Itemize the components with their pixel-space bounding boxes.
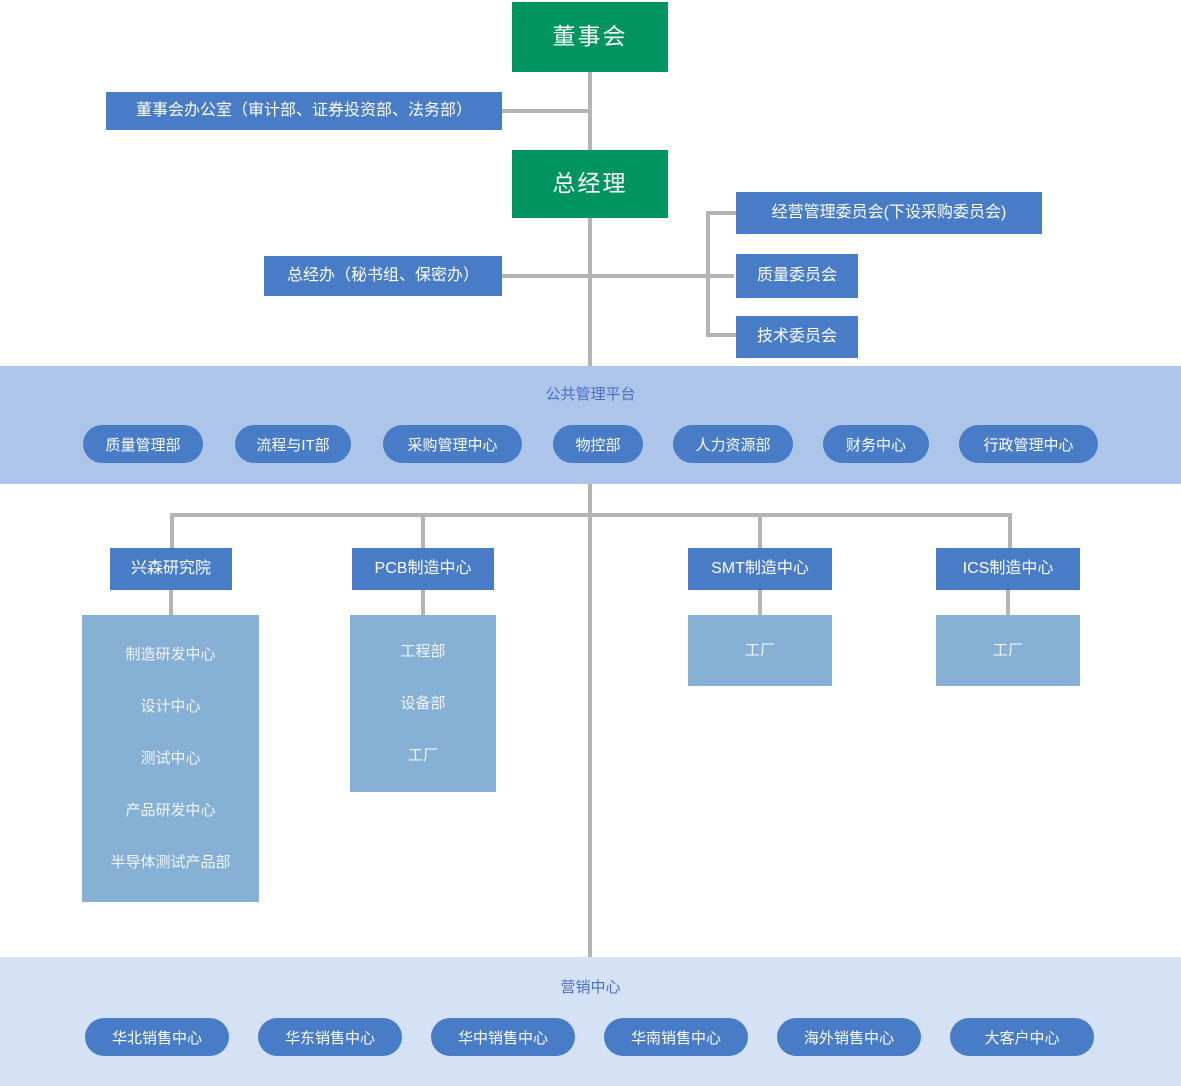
marketing-center-0-label: 华北销售中心 bbox=[111, 1029, 202, 1047]
node-division-3[interactable]: ICS制造中心 bbox=[936, 548, 1080, 590]
platform-title: 公共管理平台 bbox=[545, 386, 636, 403]
node-division-1[interactable]: PCB制造中心 bbox=[352, 548, 494, 590]
division-0-child-4: 半导体测试产品部 bbox=[110, 854, 231, 871]
node-division-1-label: PCB制造中心 bbox=[374, 560, 472, 578]
division-1-children-panel: 工程部 设备部 工厂 bbox=[350, 615, 496, 792]
connector-board-to-gm bbox=[588, 72, 592, 150]
platform-dept-6[interactable]: 行政管理中心 bbox=[959, 425, 1098, 463]
connector-division-drop-3 bbox=[1008, 513, 1012, 548]
node-board-label: 董事会 bbox=[552, 23, 628, 50]
marketing-center-5-label: 大客户中心 bbox=[984, 1029, 1060, 1047]
division-1-child-2: 工厂 bbox=[407, 747, 438, 764]
connector-division-0-children bbox=[169, 590, 173, 616]
platform-dept-0-label: 质量管理部 bbox=[105, 436, 181, 454]
node-committee-1[interactable]: 经营管理委员会(下设采购委员会) bbox=[736, 192, 1042, 234]
connector-division-2-children bbox=[758, 590, 762, 616]
platform-dept-4[interactable]: 人力资源部 bbox=[673, 425, 793, 463]
marketing-center-4[interactable]: 海外销售中心 bbox=[777, 1018, 921, 1056]
division-1-child-0: 工程部 bbox=[400, 643, 446, 660]
node-general-manager-label: 总经理 bbox=[552, 170, 628, 197]
marketing-center-4-label: 海外销售中心 bbox=[803, 1029, 894, 1047]
connector-division-drop-0 bbox=[170, 513, 174, 548]
marketing-center-1-label: 华东销售中心 bbox=[284, 1029, 375, 1047]
marketing-title: 营销中心 bbox=[560, 979, 621, 996]
node-committee-3-label: 技术委员会 bbox=[756, 328, 837, 346]
node-board-office-label: 董事会办公室（审计部、证券投资部、法务部） bbox=[135, 102, 472, 120]
node-division-2[interactable]: SMT制造中心 bbox=[688, 548, 832, 590]
platform-dept-2-label: 采购管理中心 bbox=[407, 436, 498, 454]
connector-divisions-to-marketing bbox=[588, 517, 592, 957]
node-board[interactable]: 董事会 bbox=[512, 2, 668, 72]
division-2-child-0: 工厂 bbox=[744, 642, 775, 659]
division-0-child-2: 测试中心 bbox=[140, 750, 201, 767]
node-committee-2-label: 质量委员会 bbox=[756, 267, 837, 285]
platform-dept-3-label: 物控部 bbox=[575, 436, 621, 454]
connector-division-1-children bbox=[421, 590, 425, 616]
connector-division-drop-2 bbox=[758, 513, 762, 548]
platform-dept-4-label: 人力资源部 bbox=[695, 436, 771, 454]
node-gm-office-label: 总经办（秘书组、保密办） bbox=[286, 267, 479, 285]
platform-dept-1[interactable]: 流程与IT部 bbox=[235, 425, 351, 463]
platform-dept-2[interactable]: 采购管理中心 bbox=[383, 425, 522, 463]
connector-board-office bbox=[502, 109, 590, 113]
node-division-3-label: ICS制造中心 bbox=[962, 560, 1054, 578]
division-1-child-1: 设备部 bbox=[400, 695, 446, 712]
platform-dept-5[interactable]: 财务中心 bbox=[823, 425, 929, 463]
marketing-center-5[interactable]: 大客户中心 bbox=[950, 1018, 1094, 1056]
platform-dept-6-label: 行政管理中心 bbox=[983, 436, 1074, 454]
division-3-children-panel: 工厂 bbox=[936, 615, 1080, 686]
division-3-child-0: 工厂 bbox=[992, 642, 1023, 659]
platform-dept-0[interactable]: 质量管理部 bbox=[83, 425, 203, 463]
connector-platform-to-divisions bbox=[588, 484, 592, 513]
division-2-children-panel: 工厂 bbox=[688, 615, 832, 686]
marketing-center-0[interactable]: 华北销售中心 bbox=[85, 1018, 229, 1056]
node-division-0[interactable]: 兴森研究院 bbox=[110, 548, 232, 590]
connector-division-drop-1 bbox=[421, 513, 425, 548]
node-gm-office[interactable]: 总经办（秘书组、保密办） bbox=[264, 256, 502, 296]
connector-division-3-children bbox=[1006, 590, 1010, 616]
connector-gm-office bbox=[502, 274, 590, 278]
platform-dept-1-label: 流程与IT部 bbox=[256, 436, 330, 454]
node-committee-2[interactable]: 质量委员会 bbox=[736, 254, 858, 298]
division-0-child-1: 设计中心 bbox=[140, 698, 201, 715]
marketing-center-2-label: 华中销售中心 bbox=[457, 1029, 548, 1047]
connector-committee-3 bbox=[706, 333, 738, 337]
connector-committee-1 bbox=[706, 211, 738, 215]
connector-committee-spine-feed bbox=[588, 274, 734, 278]
node-committee-3[interactable]: 技术委员会 bbox=[736, 316, 858, 358]
division-0-children-panel: 制造研发中心 设计中心 测试中心 产品研发中心 半导体测试产品部 bbox=[82, 615, 259, 902]
marketing-center-2[interactable]: 华中销售中心 bbox=[431, 1018, 575, 1056]
node-division-2-label: SMT制造中心 bbox=[711, 560, 809, 578]
connector-division-bus bbox=[170, 513, 1012, 517]
division-0-child-3: 产品研发中心 bbox=[125, 802, 216, 819]
marketing-center-3-label: 华南销售中心 bbox=[630, 1029, 721, 1047]
marketing-center-1[interactable]: 华东销售中心 bbox=[258, 1018, 402, 1056]
platform-dept-5-label: 财务中心 bbox=[845, 436, 906, 454]
platform-dept-3[interactable]: 物控部 bbox=[553, 425, 643, 463]
connector-gm-to-platform bbox=[588, 218, 592, 366]
node-board-office[interactable]: 董事会办公室（审计部、证券投资部、法务部） bbox=[106, 92, 502, 130]
node-committee-1-label: 经营管理委员会(下设采购委员会) bbox=[771, 204, 1007, 222]
division-0-child-0: 制造研发中心 bbox=[125, 646, 216, 663]
marketing-center-3[interactable]: 华南销售中心 bbox=[604, 1018, 748, 1056]
node-general-manager[interactable]: 总经理 bbox=[512, 150, 668, 218]
node-division-0-label: 兴森研究院 bbox=[130, 560, 211, 578]
connector-committee-spine bbox=[706, 211, 710, 337]
